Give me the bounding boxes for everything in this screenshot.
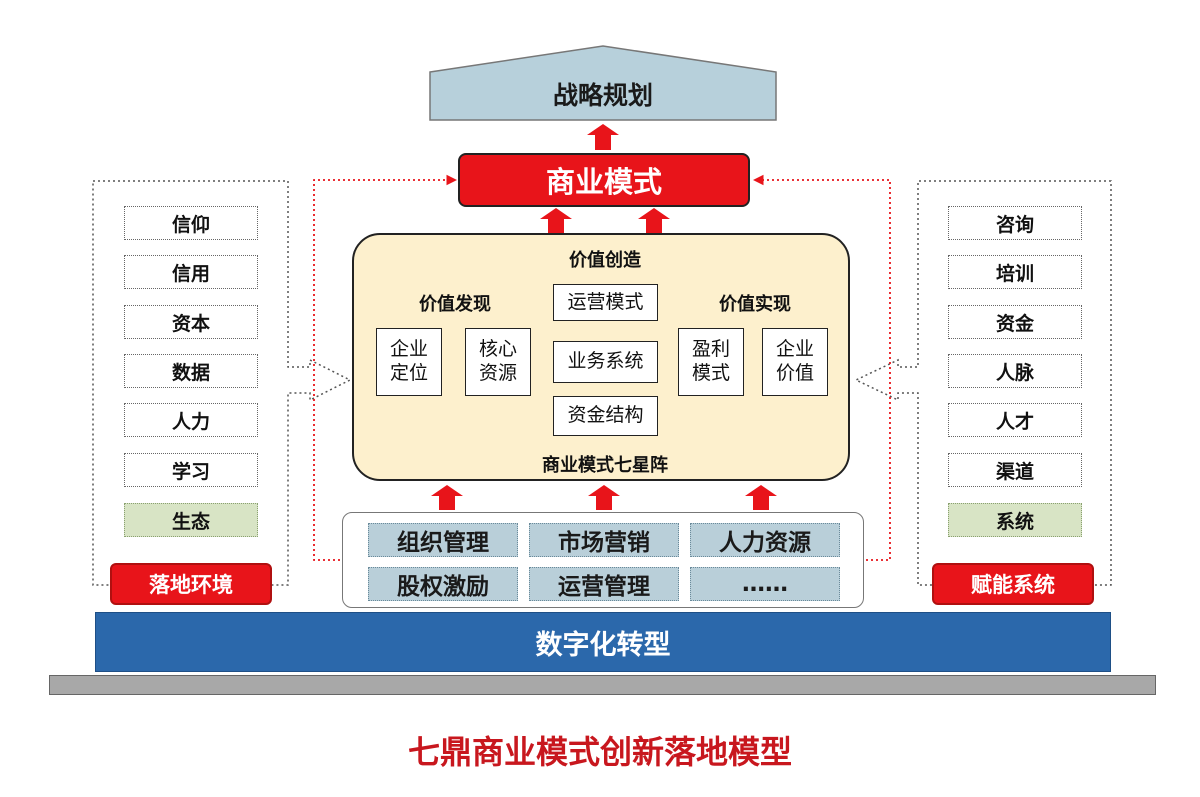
left-feedback-connector: [313, 174, 458, 561]
roof-shape: [429, 45, 777, 121]
left-item-capital: 资本: [124, 305, 258, 339]
function-operations-management: 运营管理: [529, 567, 679, 601]
function-human-resources: 人力资源: [690, 523, 840, 557]
value-realization-heading: 价值实现: [719, 294, 791, 315]
left-item-data: 数据: [124, 354, 258, 388]
left-panel-outline: [92, 180, 352, 586]
right-panel-tag: 赋能系统: [932, 563, 1094, 605]
right-item-channels: 渠道: [948, 453, 1082, 487]
function-org-management: 组织管理: [368, 523, 518, 557]
function-marketing: 市场营销: [529, 523, 679, 557]
profit-model-box: 盈利模式: [678, 328, 744, 396]
up-arrow-func-right: [745, 485, 777, 510]
up-arrow-func-center: [588, 485, 620, 510]
value-creation-heading: 价值创造: [569, 250, 641, 271]
up-arrow-bm-right: [638, 208, 670, 233]
right-item-network: 人脉: [948, 354, 1082, 388]
right-feedback-connector: [752, 174, 891, 561]
right-item-talent: 人才: [948, 403, 1082, 437]
enterprise-position-box: 企业定位: [376, 328, 442, 396]
strategy-label: 战略规划: [552, 81, 653, 110]
up-arrow-strategy: [587, 124, 619, 150]
ground-bar: [49, 675, 1156, 695]
right-item-consulting: 咨询: [948, 206, 1082, 240]
diagram-title: 七鼎商业模式创新落地模型: [407, 733, 792, 771]
left-item-manpower: 人力: [124, 403, 258, 437]
enterprise-value-box: 企业价值: [762, 328, 828, 396]
business-model-box: 商业模式: [458, 153, 750, 207]
digital-transformation-base: 数字化转型: [95, 612, 1111, 672]
business-system-box: 业务系统: [553, 341, 658, 383]
core-resources-box: 核心资源: [465, 328, 531, 396]
value-discovery-heading: 价值发现: [419, 294, 491, 315]
function-more: ……: [690, 567, 840, 601]
right-item-funding: 资金: [948, 305, 1082, 339]
left-item-credit: 信用: [124, 255, 258, 289]
seven-star-label: 商业模式七星阵: [542, 455, 668, 476]
left-panel-tag: 落地环境: [110, 563, 272, 605]
block-arrows: [431, 124, 777, 510]
right-item-system: 系统: [948, 503, 1082, 537]
function-equity-incentive: 股权激励: [368, 567, 518, 601]
left-item-learning: 学习: [124, 453, 258, 487]
operation-model-box: 运营模式: [553, 284, 658, 321]
left-item-faith: 信仰: [124, 206, 258, 240]
up-arrow-func-left: [431, 485, 463, 510]
capital-structure-box: 资金结构: [553, 396, 658, 436]
right-item-training: 培训: [948, 255, 1082, 289]
left-item-ecology: 生态: [124, 503, 258, 537]
up-arrow-bm-left: [540, 208, 572, 233]
